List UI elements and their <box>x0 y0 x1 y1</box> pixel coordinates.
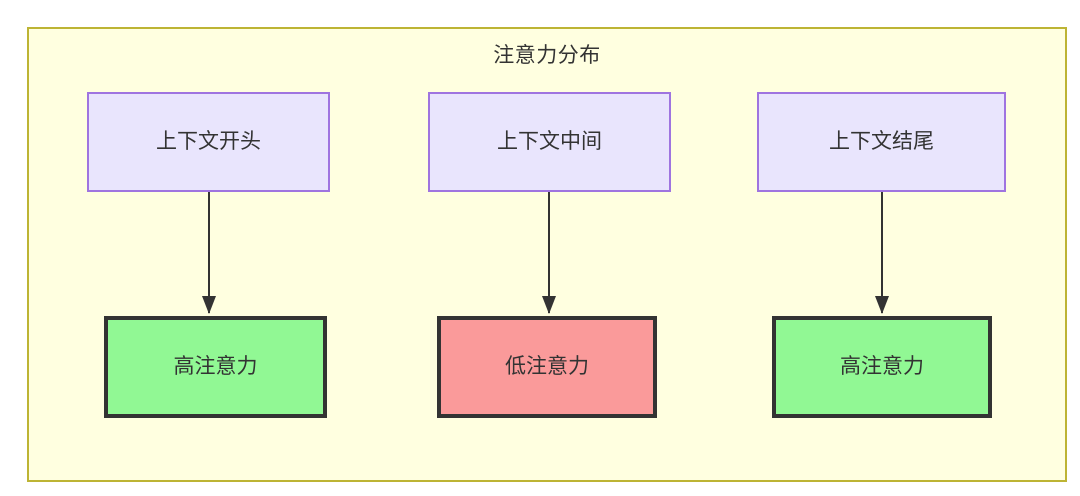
node-context-end[interactable]: 上下文结尾 <box>757 92 1006 192</box>
node-high-attention-end[interactable]: 高注意力 <box>772 316 992 418</box>
node-context-start[interactable]: 上下文开头 <box>87 92 330 192</box>
node-low-attention-middle[interactable]: 低注意力 <box>437 316 657 418</box>
node-context-start-label: 上下文开头 <box>156 130 261 153</box>
node-low-attention-middle-label: 低注意力 <box>505 355 589 378</box>
subgraph-title: 注意力分布 <box>493 44 601 67</box>
node-context-middle[interactable]: 上下文中间 <box>428 92 671 192</box>
node-high-attention-start-label: 高注意力 <box>173 355 258 378</box>
node-context-end-label: 上下文结尾 <box>829 130 934 153</box>
node-high-attention-end-label: 高注意力 <box>840 355 924 378</box>
node-context-middle-label: 上下文中间 <box>497 130 602 153</box>
node-high-attention-start[interactable]: 高注意力 <box>104 316 327 418</box>
